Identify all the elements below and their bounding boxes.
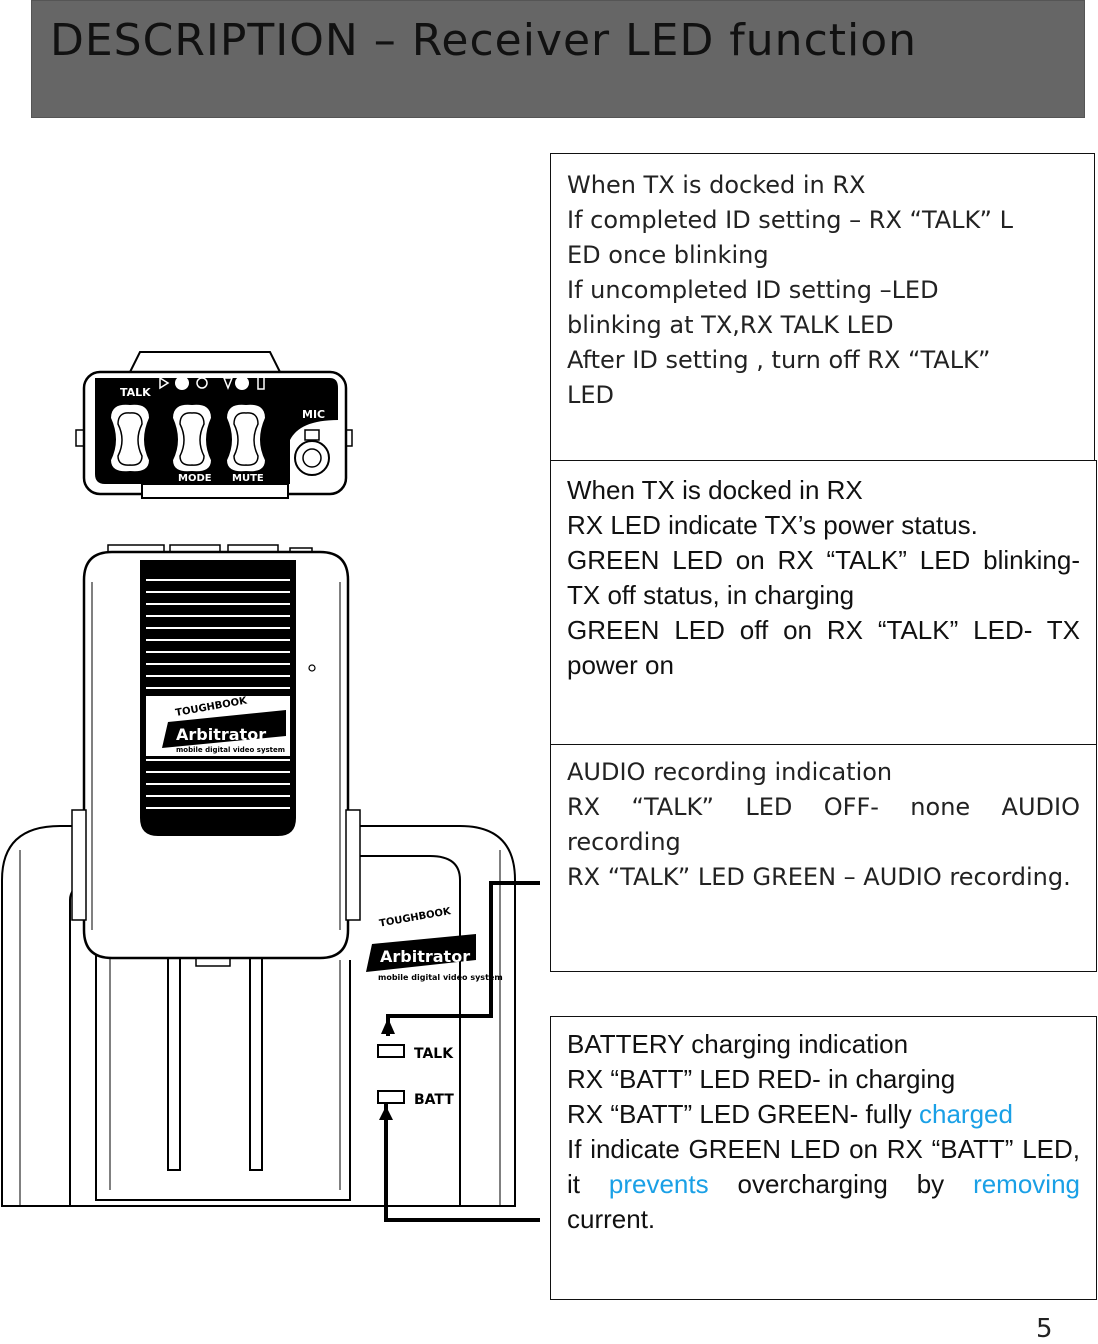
tx-mode-label: MODE [178, 473, 212, 484]
arrow-up-icon [381, 1018, 395, 1034]
charging-cradle: TOUGHBOOK Arbitrator mobile digital vide… [1, 825, 516, 1207]
text-line: After ID setting , turn off RX “TALK” [567, 346, 991, 374]
logo-brand-main: Arbitrator [380, 947, 470, 966]
batt-led-connector [384, 1102, 540, 1222]
mode-button [170, 402, 214, 474]
id-setting-box: When TX is docked in RX If completed ID … [550, 153, 1095, 467]
tx-talk-label: TALK [120, 386, 151, 399]
play-icon [159, 376, 170, 390]
batt-led-indicator [377, 1090, 405, 1104]
text-line: RX “BATT” LED GREEN- fully charged [567, 1097, 1080, 1132]
text-line: AUDIO recording indication [567, 758, 893, 786]
text-span: current. [567, 1204, 656, 1234]
text-span: overcharging by [708, 1169, 974, 1199]
text-line: BATTERY charging indication [567, 1029, 909, 1059]
power-status-box: When TX is docked in RX RX LED indicate … [550, 460, 1097, 746]
tx-led-icon [175, 376, 189, 390]
audio-recording-box: AUDIO recording indication RX “TALK” LED… [550, 744, 1097, 972]
text-paragraph: GREEN LED on RX “TALK” LED blinking- TX … [567, 545, 1080, 610]
page-number: 5 [1036, 1314, 1053, 1344]
tx-led-icon [235, 376, 249, 390]
text-paragraph: If indicate GREEN LED on RX “BATT” LED, … [567, 1132, 1080, 1237]
text-line: RX “BATT” LED RED- in charging [567, 1064, 956, 1094]
power-status-text: When TX is docked in RX RX LED indicate … [567, 473, 1080, 683]
logo-brand-main: Arbitrator [176, 725, 266, 744]
text-line: When TX is docked in RX [567, 475, 863, 505]
stop-icon [196, 377, 208, 389]
transmitter-docked: TOUGHBOOK Arbitrator mobile digital vide… [71, 544, 361, 1171]
logo-brand-sub: mobile digital video system [378, 973, 503, 982]
text-line: LED [567, 381, 615, 409]
logo-brand-top: TOUGHBOOK [378, 906, 452, 930]
transmitter-top-view: TALK MODE MUTE MIC [75, 351, 353, 499]
text-paragraph: RX “TALK” LED OFF- none AUDIO recording [567, 793, 1080, 856]
highlight-word: prevents [608, 1169, 709, 1199]
battery-charging-text: BATTERY charging indication RX “BATT” LE… [567, 1027, 1080, 1237]
arrow-up-icon [379, 1106, 393, 1120]
talk-led-label: TALK [414, 1046, 454, 1062]
antenna-icon [222, 377, 234, 391]
talk-led-indicator [377, 1044, 405, 1058]
text-line: If completed ID setting – RX “TALK” L [567, 206, 1013, 234]
highlight-word: charged [919, 1099, 1013, 1129]
logo-brand-sub: mobile digital video system [176, 746, 285, 754]
receiver-illustration: TALK MODE MUTE MIC TOUGHBOOK Arbitrator [1, 351, 540, 1222]
callout-connectors [379, 881, 540, 1222]
text-line: blinking at TX,RX TALK LED [567, 311, 894, 339]
audio-recording-text: AUDIO recording indication RX “TALK” LED… [567, 755, 1080, 895]
cradle-brand-logo: TOUGHBOOK [378, 906, 452, 930]
text-span: If indicate GREEN LED on RX “BATT” LED, … [567, 1134, 1080, 1199]
id-setting-text: When TX is docked in RX If completed ID … [567, 168, 1078, 413]
text-line: If uncompleted ID setting –LED [567, 276, 939, 304]
page-title: DESCRIPTION – Receiver LED function [50, 15, 918, 66]
battery-icon [257, 376, 265, 390]
highlight-word: removing [973, 1169, 1080, 1199]
text-line: When TX is docked in RX [567, 171, 866, 199]
text-span: RX “BATT” LED GREEN- fully [567, 1099, 920, 1129]
mute-button [224, 402, 268, 474]
text-line: RX LED indicate TX’s power status. [567, 510, 978, 540]
talk-button [108, 402, 152, 474]
header-banner: DESCRIPTION – Receiver LED function [31, 0, 1085, 118]
text-line: ED once blinking [567, 241, 769, 269]
text-paragraph: GREEN LED off on RX “TALK” LED- TX power… [567, 615, 1080, 680]
batt-led-label: BATT [414, 1092, 454, 1108]
battery-charging-box: BATTERY charging indication RX “BATT” LE… [550, 1016, 1097, 1300]
tx-mic-label: MIC [302, 408, 325, 421]
tx-mute-label: MUTE [232, 473, 264, 484]
text-paragraph: RX “TALK” LED GREEN – AUDIO recording. [567, 863, 1071, 891]
